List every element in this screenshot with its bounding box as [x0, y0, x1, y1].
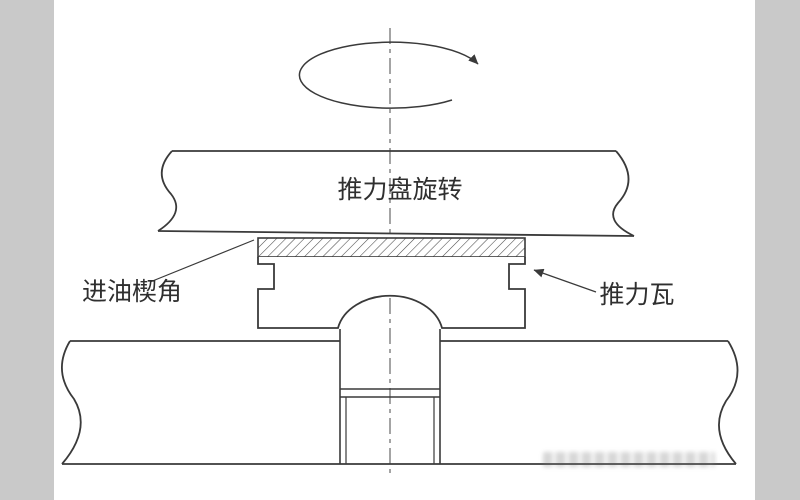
base-right-break: [718, 340, 739, 465]
rotation-label: 推力盘旋转: [337, 176, 462, 204]
support-base: [61, 340, 739, 465]
watermark: [543, 452, 715, 467]
wedge-label: 进油楔角: [82, 278, 182, 306]
pad-label: 推力瓦: [599, 281, 674, 309]
rotation-arrow: [298, 41, 479, 109]
pivot-column: [339, 329, 441, 464]
disk-right-break: [612, 150, 635, 237]
disk-left-break: [157, 150, 178, 232]
thrust-disk: [157, 150, 635, 237]
pad-body: [257, 257, 526, 329]
left-gray-margin: [0, 0, 54, 500]
right-gray-margin: [755, 0, 800, 500]
disk-bottom-edge: [157, 230, 635, 237]
wedge-leader-line: [149, 239, 255, 283]
pad-pointer-arrow: [533, 268, 597, 293]
base-left-break: [61, 340, 82, 465]
pad-hatched-surface: [257, 237, 526, 258]
